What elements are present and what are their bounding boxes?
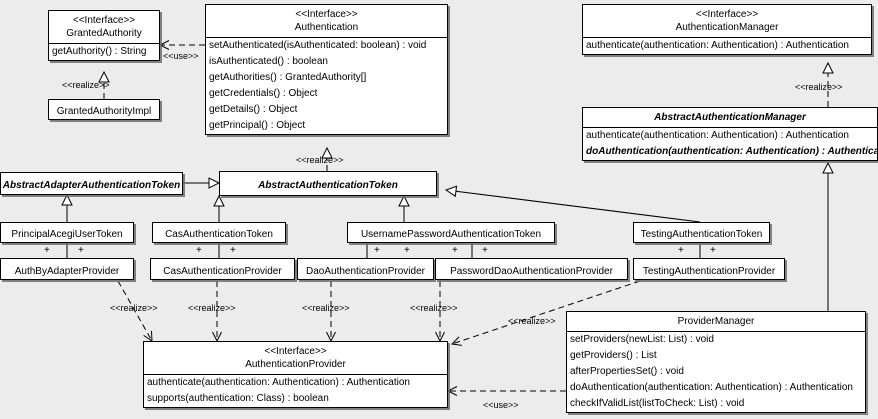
multiplicity-plus: + xyxy=(482,245,488,256)
class-cas-authentication-provider[interactable]: CasAuthenticationProvider xyxy=(150,258,295,280)
method-item: checkIfValidList(listToCheck: List) : vo… xyxy=(570,398,745,409)
class-name: DaoAuthenticationProvider xyxy=(306,265,425,277)
edge-label-realize-password-dao-provider: <<realize>> xyxy=(410,303,458,313)
class-testing-authentication-token[interactable]: TestingAuthenticationToken xyxy=(633,222,770,243)
edge-label-realize-abstract-authentication-token: <<realize>> xyxy=(296,155,344,165)
class-principal-acegi-user-token[interactable]: PrincipalAcegiUserToken xyxy=(0,222,134,243)
method-item: getAuthorities() : GrantedAuthority[] xyxy=(209,72,367,83)
edge-label-realize-auth-by-adapter: <<realize>> xyxy=(110,303,158,313)
class-dao-authentication-provider[interactable]: DaoAuthenticationProvider xyxy=(297,258,434,280)
class-provider-manager[interactable]: ProviderManager setProviders(newList: Li… xyxy=(566,311,866,413)
class-name: AbstractAdapterAuthenticationToken xyxy=(2,180,181,191)
class-name: CasAuthenticationToken xyxy=(165,229,273,240)
class-authentication-provider[interactable]: <<Interface>> AuthenticationProvider aut… xyxy=(143,341,448,408)
methods-compartment: getAuthority() : String xyxy=(49,43,159,60)
class-password-dao-authentication-provider[interactable]: PasswordDaoAuthenticationProvider xyxy=(435,258,628,280)
multiplicity-plus: + xyxy=(710,245,716,256)
class-abstract-authentication-token[interactable]: AbstractAuthenticationToken xyxy=(219,171,437,196)
method-item: authenticate(authentication: Authenticat… xyxy=(586,40,849,51)
class-name: CasAuthenticationProvider xyxy=(163,265,282,277)
edge-label-use-granted-authority: <<use>> xyxy=(163,51,199,61)
method-item: supports(authentication: Class) : boolea… xyxy=(147,393,329,404)
stereotype-label: <<Interface>> xyxy=(72,15,136,26)
methods-compartment: setAuthenticated(isAuthenticated: boolea… xyxy=(206,37,447,134)
class-header: AbstractAuthenticationManager xyxy=(583,108,877,127)
method-item: authenticate(authentication: Authenticat… xyxy=(586,130,849,141)
multiplicity-plus: + xyxy=(452,245,458,256)
edge-label-realize-dao-provider: <<realize>> xyxy=(302,303,350,313)
class-abstract-adapter-authentication-token[interactable]: AbstractAdapterAuthenticationToken xyxy=(0,172,183,195)
multiplicity-plus: + xyxy=(678,245,684,256)
class-header: ProviderManager xyxy=(567,312,865,331)
methods-compartment: authenticate(authentication: Authenticat… xyxy=(144,374,447,407)
method-item: getCredentials() : Object xyxy=(209,88,318,99)
class-name: GrantedAuthority xyxy=(66,28,142,39)
multiplicity-plus: + xyxy=(230,245,236,256)
class-name: PasswordDaoAuthenticationProvider xyxy=(450,265,613,277)
edge-label-use-provider-manager: <<use>> xyxy=(483,400,519,410)
class-name: AuthByAdapterProvider xyxy=(14,265,120,277)
class-name: PrincipalAcegiUserToken xyxy=(11,229,123,240)
stereotype-label: <<Interface>> xyxy=(295,9,358,20)
methods-compartment: authenticate(authentication: Authenticat… xyxy=(583,37,871,54)
class-name: TestingAuthenticationToken xyxy=(640,229,763,240)
class-granted-authority[interactable]: <<Interface>> GrantedAuthority getAuthor… xyxy=(48,10,160,61)
stereotype-label: <<Interface>> xyxy=(264,346,327,357)
multiplicity-plus: + xyxy=(44,245,50,256)
method-item: afterPropertiesSet() : void xyxy=(570,366,684,377)
method-item: doAuthentication(authentication: Authent… xyxy=(586,146,878,157)
method-item: doAuthentication(authentication: Authent… xyxy=(570,382,853,393)
class-name: Authentication xyxy=(294,22,359,33)
class-name: GrantedAuthorityImpl xyxy=(56,106,152,117)
method-item: isAuthenticated() : boolean xyxy=(209,56,328,67)
class-cas-authentication-token[interactable]: CasAuthenticationToken xyxy=(152,222,286,243)
multiplicity-plus: + xyxy=(78,245,84,256)
class-name: AbstractAuthenticationManager xyxy=(654,112,806,123)
class-name: AbstractAuthenticationToken xyxy=(258,180,398,191)
method-item: getPrincipal() : Object xyxy=(209,120,306,131)
method-item: getDetails() : Object xyxy=(209,104,298,115)
class-granted-authority-impl[interactable]: GrantedAuthorityImpl xyxy=(48,99,160,120)
class-testing-authentication-provider[interactable]: TestingAuthenticationProvider xyxy=(633,258,785,280)
method-item: getAuthority() : String xyxy=(52,46,147,57)
class-name: UsernamePasswordAuthenticationToken xyxy=(360,229,542,240)
class-auth-by-adapter-provider[interactable]: AuthByAdapterProvider xyxy=(0,258,134,280)
edge-label-realize-granted-authority-impl: <<realize>> xyxy=(62,80,110,90)
edge-label-realize-cas-provider: <<realize>> xyxy=(188,303,236,313)
method-item: authenticate(authentication: Authenticat… xyxy=(147,377,410,388)
edge-label-realize-abstract-authentication-manager: <<realize>> xyxy=(795,82,843,92)
edge-label-realize-testing-provider: <<realize>> xyxy=(508,316,556,326)
class-header: <<Interface>> AuthenticationManager xyxy=(583,5,871,37)
class-abstract-authentication-manager[interactable]: AbstractAuthenticationManager authentica… xyxy=(582,107,878,161)
methods-compartment: setProviders(newList: List) : void getPr… xyxy=(567,331,865,412)
class-name: AuthenticationProvider xyxy=(245,359,346,370)
class-header: <<Interface>> Authentication xyxy=(206,5,447,37)
class-authentication[interactable]: <<Interface>> Authentication setAuthenti… xyxy=(205,4,448,135)
multiplicity-plus: + xyxy=(404,245,410,256)
class-header: <<Interface>> AuthenticationProvider xyxy=(144,342,447,374)
method-item: getProviders() : List xyxy=(570,350,657,361)
methods-compartment: authenticate(authentication: Authenticat… xyxy=(583,127,877,160)
method-item: setProviders(newList: List) : void xyxy=(570,334,714,345)
class-name: ProviderManager xyxy=(677,316,755,327)
class-name: TestingAuthenticationProvider xyxy=(642,265,776,277)
multiplicity-plus: + xyxy=(196,245,202,256)
class-header: <<Interface>> GrantedAuthority xyxy=(49,11,159,43)
method-item: setAuthenticated(isAuthenticated: boolea… xyxy=(209,40,427,51)
stereotype-label: <<Interface>> xyxy=(695,9,759,20)
multiplicity-plus: + xyxy=(374,245,380,256)
class-authentication-manager[interactable]: <<Interface>> AuthenticationManager auth… xyxy=(582,4,872,55)
class-name: AuthenticationManager xyxy=(675,22,779,33)
class-username-password-authentication-token[interactable]: UsernamePasswordAuthenticationToken xyxy=(347,222,555,243)
